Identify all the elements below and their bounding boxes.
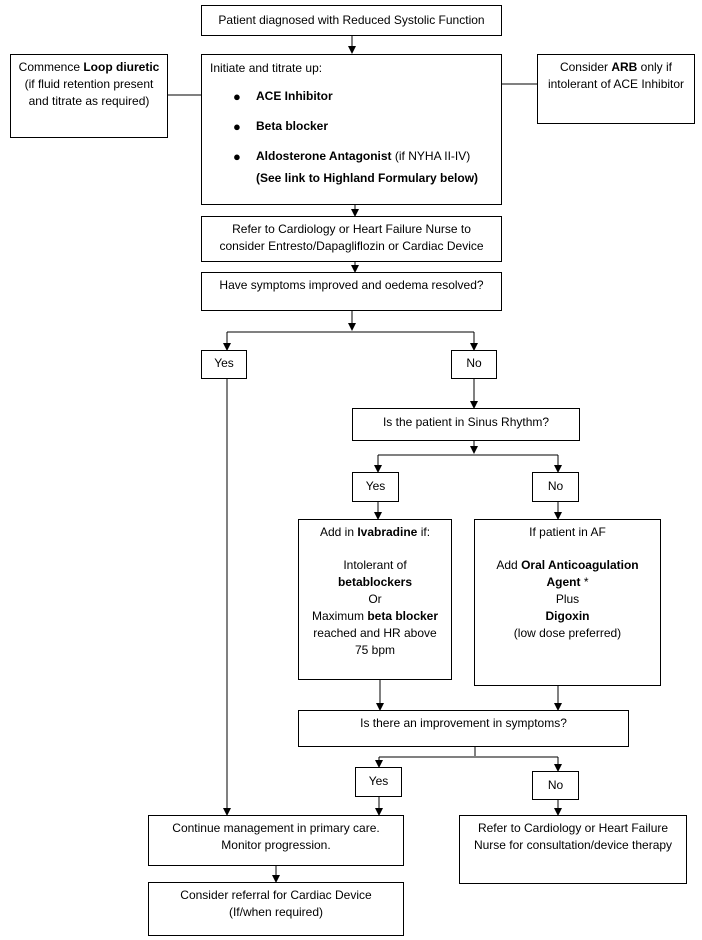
med-item-beta: ●Beta blocker xyxy=(233,119,329,134)
arb-label: ARB xyxy=(611,60,638,74)
start-box: Patient diagnosed with Reduced Systolic … xyxy=(201,5,502,36)
start-text: Patient diagnosed with Reduced Systolic … xyxy=(218,13,485,27)
symptoms-question-box: Have symptoms improved and oedema resolv… xyxy=(201,272,502,311)
no-box-2: No xyxy=(532,472,579,502)
loop-diuretic-label: Loop diuretic xyxy=(83,60,160,74)
initiate-box: Initiate and titrate up: ●ACE Inhibitor … xyxy=(201,54,502,205)
ivabradine-box: Add in Ivabradine if: Intolerant of beta… xyxy=(298,519,452,680)
digoxin-label: Digoxin xyxy=(545,609,590,623)
ivabradine-label: Ivabradine xyxy=(357,525,418,539)
bullet-icon: ● xyxy=(233,89,241,104)
med-item-ace: ●ACE Inhibitor xyxy=(233,89,333,104)
yes-box-1: Yes xyxy=(201,350,247,379)
cardiac-device-box: Consider referral for Cardiac Device (If… xyxy=(148,882,404,936)
sinus-rhythm-question-box: Is the patient in Sinus Rhythm? xyxy=(352,408,580,441)
refer-device-therapy-box: Refer to Cardiology or Heart Failure Nur… xyxy=(459,815,687,884)
bullet-icon: ● xyxy=(233,119,241,134)
med-item-aldosterone: ●Aldosterone Antagonist (if NYHA II-IV) xyxy=(233,149,471,164)
no-box-1: No xyxy=(451,350,497,379)
continue-management-box: Continue management in primary care. Mon… xyxy=(148,815,404,866)
bullet-icon: ● xyxy=(233,149,241,164)
loop-diuretic-box: Commence Loop diuretic (if fluid retenti… xyxy=(10,54,168,138)
improvement-question-box: Is there an improvement in symptoms? xyxy=(298,710,629,747)
yes-box-3: Yes xyxy=(355,767,402,797)
initiate-heading: Initiate and titrate up: xyxy=(210,61,323,75)
anticoagulation-label: Oral Anticoagulation Agent xyxy=(521,558,639,589)
af-box: If patient in AF Add Oral Anticoagulatio… xyxy=(474,519,661,686)
formulary-link-text: (See link to Highland Formulary below) xyxy=(256,171,479,185)
yes-box-2: Yes xyxy=(352,472,399,502)
refer-cardiology-box: Refer to Cardiology or Heart Failure Nur… xyxy=(201,216,502,262)
no-box-3: No xyxy=(532,771,579,800)
medication-list: ●ACE Inhibitor ●Beta blocker ●Aldosteron… xyxy=(202,88,493,165)
arb-box: Consider ARB only if intolerant of ACE I… xyxy=(537,54,695,124)
